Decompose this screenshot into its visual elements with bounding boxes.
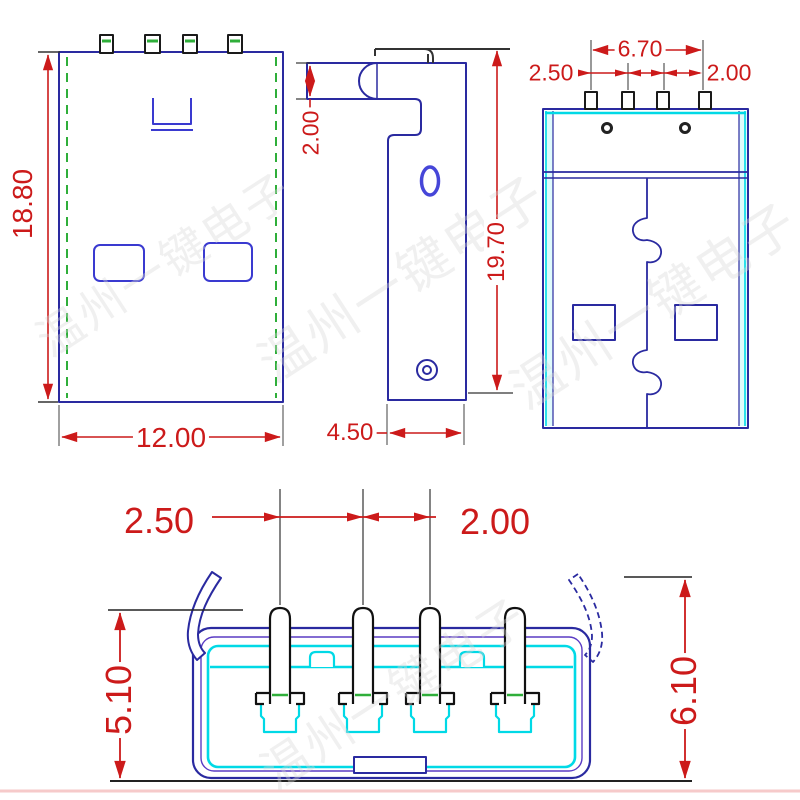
dim-bottom-height-left: 5.10 <box>98 661 139 739</box>
back-view <box>542 40 749 429</box>
back-window-left <box>572 304 616 341</box>
side-rivet-outer <box>416 359 438 381</box>
dim-side-step: 2.00 <box>298 107 324 159</box>
side-slot-hole <box>419 165 441 197</box>
front-window-right <box>203 242 253 282</box>
front-view <box>38 34 284 446</box>
front-solder-pins <box>99 34 243 54</box>
back-window-right <box>674 304 718 341</box>
back-solder-pins <box>584 91 712 110</box>
bottom-bump-left <box>308 650 336 667</box>
side-rivet-inner <box>422 365 432 375</box>
side-bent-pin <box>374 48 510 63</box>
back-rivet-left <box>601 122 613 134</box>
dim-side-height: 19.70 <box>483 218 510 286</box>
side-view <box>296 48 513 445</box>
bottom-contact-cups <box>259 705 536 734</box>
front-shell-outline <box>58 51 284 403</box>
back-chain-arrowheads <box>578 69 702 77</box>
dim-back-pin-span: 6.70 <box>614 36 666 62</box>
bottom-bump-right <box>458 650 486 667</box>
side-body-outline <box>306 62 467 401</box>
back-cyan-strip-left <box>545 111 553 426</box>
back-crimp-seam <box>632 178 662 428</box>
bottom-chain-arrowheads <box>264 512 430 522</box>
bottom-contact-pins <box>268 606 527 704</box>
bottom-key-notch <box>353 756 427 774</box>
back-rivet-right <box>679 122 691 134</box>
dim-back-pitch-left: 2.50 <box>525 60 577 86</box>
side-latch-arc <box>358 62 378 100</box>
dim-bottom-height-right: 6.10 <box>663 652 704 730</box>
dim-front-width: 12.00 <box>132 423 210 453</box>
bottom-hook-right-dashed <box>568 573 604 663</box>
dim-front-height: 18.80 <box>7 165 38 243</box>
bottom-hook-left <box>186 571 222 661</box>
bottom-view <box>0 489 800 793</box>
dim-bottom-pitch-right: 2.00 <box>456 503 534 541</box>
front-center-notch <box>152 98 192 125</box>
front-window-left <box>93 244 145 282</box>
back-cyan-strip-right <box>739 111 747 426</box>
dim-back-pitch-right: 2.00 <box>703 60 755 86</box>
dim-side-width: 4.50 <box>323 420 377 446</box>
dim-bottom-pitch-left: 2.50 <box>120 502 198 540</box>
back-shell-outline <box>542 108 749 429</box>
